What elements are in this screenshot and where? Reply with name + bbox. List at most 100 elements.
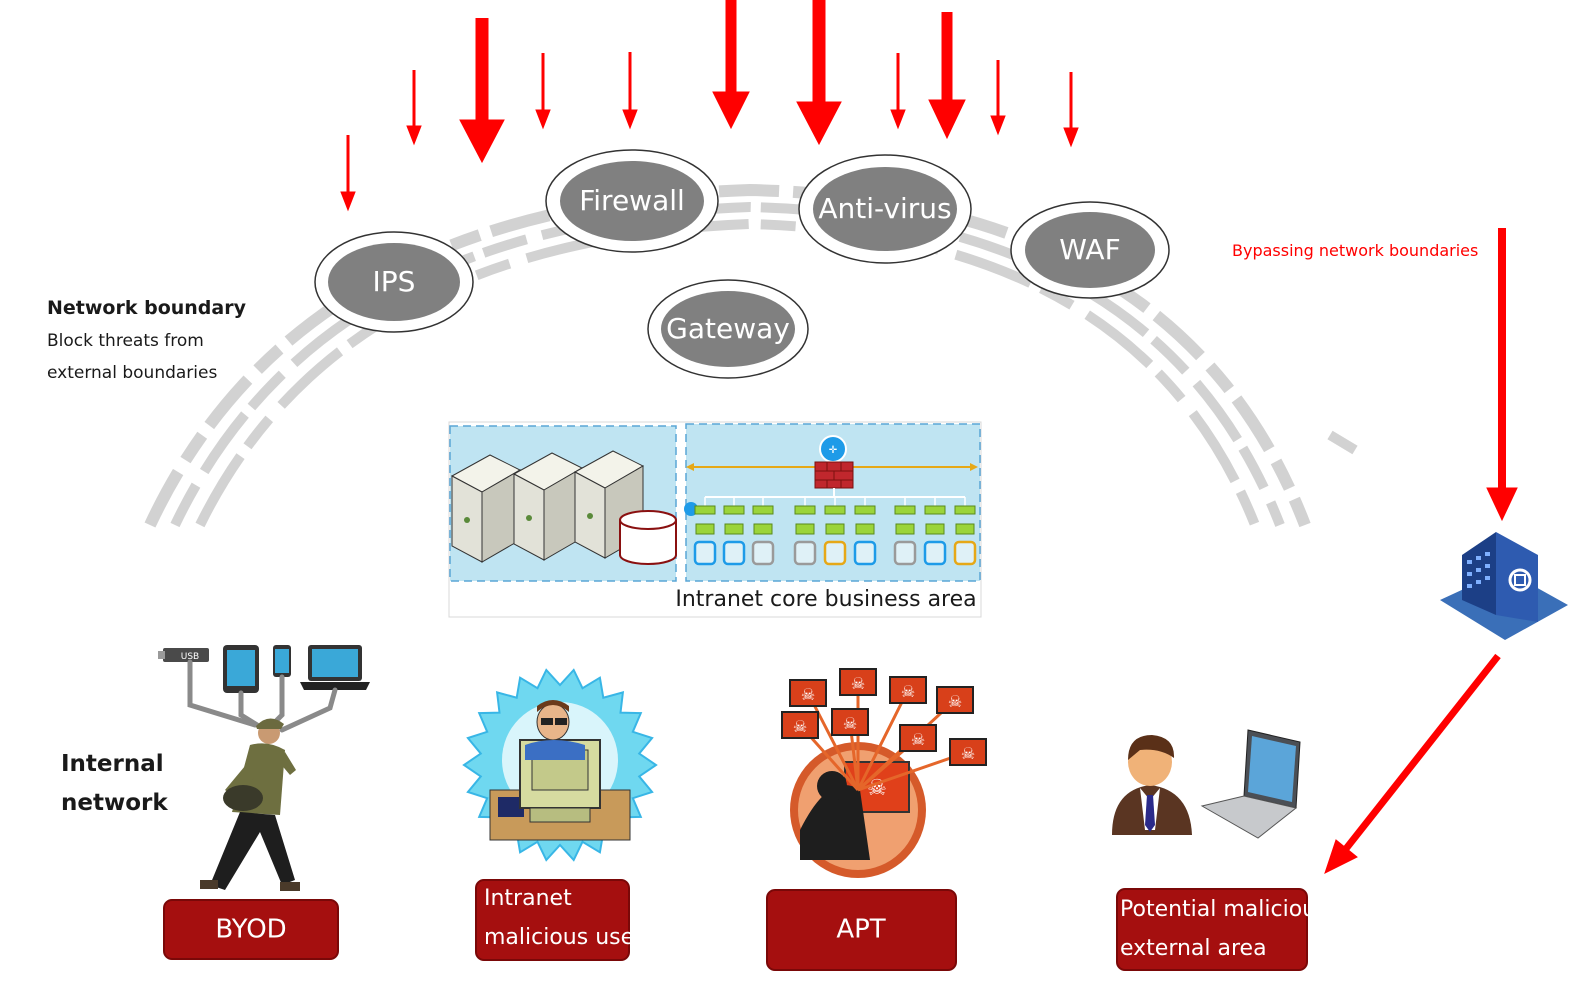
svg-text:✛: ✛ (829, 445, 838, 456)
skull-monitor-icon: ☠ (839, 668, 877, 696)
node-firewall-label: Firewall (579, 184, 685, 217)
node-firewall: Firewall (545, 149, 719, 253)
person-icon (200, 718, 300, 891)
switch-icon (924, 505, 946, 515)
switch-icon (753, 523, 773, 535)
svg-text:☠: ☠ (948, 692, 962, 711)
switch-icon (694, 505, 716, 515)
skull-monitor-icon: ☠ (936, 686, 974, 714)
skull-monitor-icon: ☠ (949, 738, 987, 766)
node-ips: IPS (314, 231, 474, 333)
node-gateway: Gateway (647, 279, 809, 379)
internal-network-line1: Internal (61, 751, 164, 777)
vm-icon (823, 540, 847, 566)
person-icon (525, 700, 585, 760)
laptop-icon (300, 645, 370, 690)
server-icon (512, 452, 584, 561)
vm-icon (853, 540, 877, 566)
external-illustration (1112, 729, 1301, 839)
vm-icon (953, 540, 977, 566)
svg-text:☠: ☠ (801, 685, 815, 704)
intranet-user-box: Intranet malicious user (475, 879, 644, 961)
down-arrow-icon (459, 18, 505, 164)
skull-monitor-icon: ☠ (889, 676, 927, 704)
switch-icon (695, 523, 715, 535)
apt-illustration: ☠ ☠☠☠☠☠☠☠☠ (781, 668, 987, 878)
switch-icon (925, 523, 945, 535)
external-box: Potential malicious external area (1116, 888, 1328, 971)
svg-text:☠: ☠ (901, 682, 915, 701)
phone-icon (273, 645, 291, 677)
brick-wall-icon (814, 461, 854, 489)
svg-text:☠: ☠ (843, 714, 857, 733)
tablet-icon (223, 645, 259, 693)
down-arrow-icon (990, 60, 1006, 136)
vm-grid (693, 497, 977, 566)
laptop-icon (1200, 729, 1301, 839)
intranet-core-area: ✛ (448, 421, 982, 618)
node-waf: WAF (1010, 201, 1170, 299)
switch-icon (794, 505, 816, 515)
switch-icon (824, 505, 846, 515)
external-label-line1: Potential malicious (1120, 897, 1328, 922)
svg-text:☠: ☠ (851, 674, 865, 693)
intranet-user-label-line1: Intranet (484, 886, 572, 911)
node-ips-label: IPS (373, 265, 416, 298)
vm-icon (893, 540, 917, 566)
threat-arrows (340, 0, 1079, 212)
down-arrow-icon (406, 70, 422, 146)
boundary-arc (144, 183, 1358, 528)
vm-icon (793, 540, 817, 566)
down-arrow-icon (1063, 72, 1079, 148)
switch-icon (894, 505, 916, 515)
down-arrow-icon (796, 0, 842, 146)
bypass-arrow (1486, 228, 1518, 522)
node-waf-label: WAF (1059, 233, 1120, 266)
node-antivirus: Anti-virus (798, 154, 972, 264)
vm-icon (923, 540, 947, 566)
office-building-icon: Finance (1440, 532, 1568, 651)
down-arrow-icon (890, 53, 906, 130)
switch-icon (752, 505, 774, 515)
switch-icon (724, 523, 744, 535)
internal-network-line2: network (61, 790, 168, 816)
down-arrow-icon (340, 135, 356, 212)
intranet-user-illustration (462, 668, 658, 862)
vm-icon (751, 540, 775, 566)
skull-monitor-icon: ☠ (899, 724, 937, 752)
vm-icon (722, 540, 746, 566)
bypass-diagonal-arrow (1324, 653, 1501, 874)
intranet-user-label-line2: malicious user (484, 925, 644, 950)
router-icon: ✛ (819, 435, 847, 463)
server-icon (450, 454, 522, 563)
down-arrow-icon (622, 52, 638, 130)
person-icon (1112, 735, 1192, 835)
apt-label: APT (836, 915, 885, 945)
switch-icon (795, 523, 815, 535)
switch-icon (854, 505, 876, 515)
down-arrow-icon (712, 0, 750, 130)
vm-icon (693, 540, 717, 566)
byod-label: BYOD (215, 915, 286, 945)
network-boundary-line1: Block threats from (47, 331, 204, 351)
skull-monitor-icon: ☠ (831, 708, 869, 736)
byod-box: BYOD (163, 899, 339, 960)
network-boundary-line2: external boundaries (47, 363, 217, 383)
database-icon (619, 510, 677, 565)
down-arrow-icon (535, 53, 551, 130)
byod-illustration: USB (158, 645, 370, 891)
usb-icon: USB (158, 648, 209, 662)
svg-text:☠: ☠ (961, 744, 975, 763)
usb-label: USB (181, 652, 199, 662)
switch-icon (954, 505, 976, 515)
node-gateway-label: Gateway (666, 312, 790, 345)
switch-icon (895, 523, 915, 535)
switch-icon (723, 505, 745, 515)
external-label-line2: external area (1120, 936, 1267, 961)
svg-text:☠: ☠ (911, 730, 925, 749)
switch-icon (955, 523, 975, 535)
apt-box: APT (766, 889, 957, 971)
bypass-label: Bypassing network boundaries (1232, 241, 1478, 260)
intranet-core-label: Intranet core business area (675, 587, 976, 612)
skull-monitor-icon: ☠ (781, 711, 819, 739)
